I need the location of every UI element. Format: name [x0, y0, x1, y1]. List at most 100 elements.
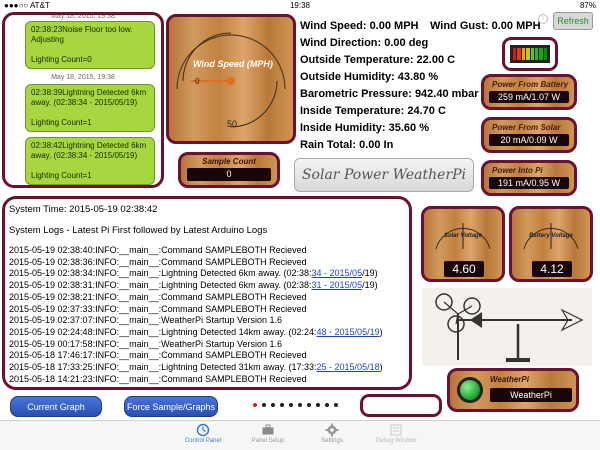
log-line-text: 2015-05-19 02:38:36:INFO:__main__:Comman… — [9, 256, 307, 267]
weatherpi-status-value: WeatherPi — [490, 388, 572, 402]
refresh-button[interactable]: Refresh — [553, 12, 593, 30]
page-dot[interactable] — [316, 403, 320, 407]
wind-gauge-min: 0 — [195, 77, 200, 86]
tab-settings-label: Settings — [321, 438, 343, 444]
log-line: 2015-05-19 02:38:21:INFO:__main__:Comman… — [9, 292, 405, 304]
clock-icon — [196, 423, 210, 437]
messages-panel[interactable]: May 18, 2015, 19:38 02:38:23Noise Floor … — [2, 12, 164, 188]
tab-control-panel-label: Control Panel — [184, 438, 222, 444]
tab-debug-window-label: Debug Window — [375, 438, 417, 444]
weatherpi-led-light — [460, 380, 480, 400]
power-from-battery-value: 259 mA/1.07 W — [489, 91, 569, 103]
log-line: 2015-05-19 02:24:48:INFO:__main__:Lightn… — [9, 327, 405, 339]
log-line-text: 2015-05-19 02:38:21:INFO:__main__:Comman… — [9, 291, 307, 302]
log-line-text: 2015-05-18 17:33:25:INFO:__main__:Lightn… — [9, 362, 317, 373]
log-line-tail: ) — [379, 362, 383, 373]
page-indicator[interactable] — [253, 403, 343, 407]
log-line-text: 2015-05-19 02:38:34:INFO:__main__:Lightn… — [9, 268, 312, 279]
log-line-link[interactable]: 25 - 2015/05/18 — [316, 362, 380, 373]
power-from-solar-label: Power From Solar — [492, 123, 561, 132]
force-sample-button-label: Force Sample/Graphs — [126, 402, 216, 412]
page-dot[interactable] — [262, 403, 266, 407]
battery-voltage-label: Battery Voltage — [529, 233, 573, 239]
tab-bar: Control Panel Panel Setup Settings Debug… — [0, 420, 600, 450]
system-logs-panel[interactable]: System Time: 2015-05-19 02:38:42 System … — [2, 196, 412, 390]
message-line: Lighting Count=0 — [31, 55, 92, 64]
log-line-text: 2015-05-19 02:37:33:INFO:__main__:Comman… — [9, 303, 307, 314]
message-bubble: 02:38:42Lightning Detected 6km away. (02… — [25, 137, 155, 185]
logs-header: System Logs - Latest Pi First followed b… — [9, 225, 268, 236]
weather-station-illustration — [422, 288, 592, 366]
refresh-button-label: Refresh — [557, 16, 589, 26]
carrier-label: ●●●○○ AT&T — [4, 1, 50, 10]
battery-voltage-gauge: Battery Voltage 4.12 — [509, 206, 593, 282]
force-sample-button[interactable]: Force Sample/Graphs — [124, 396, 218, 417]
weatherpi-status-label: WeatherPi — [490, 375, 529, 384]
current-graph-button[interactable]: Current Graph — [10, 396, 102, 417]
debug-icon — [390, 424, 402, 436]
battery-meter — [502, 37, 558, 71]
battery-voltage-dial — [523, 223, 579, 250]
log-line: 2015-05-19 02:38:40:INFO:__main__:Comman… — [9, 245, 405, 257]
battery-bar — [534, 48, 539, 60]
system-time: System Time: 2015-05-19 02:38:42 — [9, 204, 158, 215]
tab-debug-window[interactable]: Debug Window — [356, 423, 436, 444]
message-line: Lighting Count=1 — [31, 118, 92, 127]
tab-control-panel[interactable]: Control Panel — [163, 423, 243, 444]
log-line: 2015-05-18 17:33:25:INFO:__main__:Lightn… — [9, 362, 405, 374]
gear-icon — [325, 423, 339, 437]
log-line: 2015-05-19 02:38:36:INFO:__main__:Comman… — [9, 257, 405, 269]
message-line: Lighting Count=1 — [31, 171, 92, 180]
sample-count-label: Sample Count — [202, 157, 256, 166]
solar-voltage-label: Solar Voltage — [443, 233, 483, 239]
page-dot[interactable] — [289, 403, 293, 407]
page-dot[interactable] — [325, 403, 329, 407]
power-into-pi-box: Power Into Pi 191 mA/0.95 W — [481, 160, 577, 196]
message-line — [31, 161, 149, 171]
page-dot[interactable] — [271, 403, 275, 407]
log-line: 2015-05-19 02:37:33:INFO:__main__:Comman… — [9, 304, 405, 316]
wind-gauge-hub — [227, 77, 235, 85]
inside-temperature-reading: Inside Temperature: 24.70 C — [300, 105, 446, 117]
message-line: 02:38:42Lightning Detected 6km — [31, 141, 147, 150]
page-dot[interactable] — [307, 403, 311, 407]
log-line-link[interactable]: 31 - 2015/05 — [311, 280, 363, 291]
log-line-text: 2015-05-18 17:46:17:INFO:__main__:Comman… — [9, 350, 307, 361]
battery-bar — [539, 48, 543, 60]
solar-weatherpi-logo: Solar Power WeatherPi — [294, 158, 474, 192]
logo-text: Solar Power WeatherPi — [301, 167, 467, 183]
page-dot[interactable] — [280, 403, 284, 407]
battery-bar — [521, 48, 526, 60]
message-line — [31, 45, 149, 55]
message-line: 02:38:39Lightning Detected 6km — [31, 88, 147, 97]
wind-direction-reading: Wind Direction: 0.00 deg — [300, 37, 429, 49]
weatherpi-led — [457, 377, 483, 403]
log-line: 2015-05-18 14:21:23:INFO:__main__:Comman… — [9, 374, 405, 386]
tab-panel-setup[interactable]: Panel Setup — [228, 423, 308, 444]
wind-gauge-max: 50 — [227, 119, 238, 129]
log-line-text: 2015-05-19 00:17:58:INFO:__main__:Weathe… — [9, 338, 283, 349]
page-dot[interactable] — [334, 403, 338, 407]
page-dot[interactable] — [253, 403, 257, 407]
wind-speed-gauge: Wind Speed (MPH) 0 50 — [166, 14, 296, 144]
log-line-link[interactable]: 48 - 2015/05/19 — [316, 326, 380, 337]
power-from-battery-box: Power From Battery 259 mA/1.07 W — [481, 74, 577, 110]
power-from-solar-value: 20 mA/0.09 W — [489, 134, 569, 146]
battery-bar — [513, 48, 517, 60]
solar-voltage-value: 4.60 — [444, 261, 484, 277]
toolbox-icon — [262, 424, 274, 435]
page-dot[interactable] — [298, 403, 302, 407]
empty-status-box — [360, 394, 442, 417]
message-line: Adjusting — [31, 35, 64, 44]
message-bubble: 02:38:39Lightning Detected 6km away. (02… — [25, 84, 155, 132]
message-line: away. (02:38:34 - 2015/05/19) — [31, 151, 138, 160]
log-line: 2015-05-19 00:17:58:INFO:__main__:Weathe… — [9, 339, 405, 351]
weatherpi-status-box: WeatherPi WeatherPi — [447, 368, 579, 412]
message-bubble: 02:38:23Noise Floor too low. Adjusting L… — [25, 21, 155, 69]
tab-settings[interactable]: Settings — [292, 423, 372, 444]
log-line-link[interactable]: 34 - 2015/05 — [311, 268, 363, 279]
solar-voltage-gauge: Solar Voltage 4.60 — [421, 206, 505, 282]
log-line: 2015-05-18 17:46:17:INFO:__main__:Comman… — [9, 350, 405, 362]
tab-panel-setup-label: Panel Setup — [251, 438, 285, 444]
battery-bar — [526, 48, 530, 60]
